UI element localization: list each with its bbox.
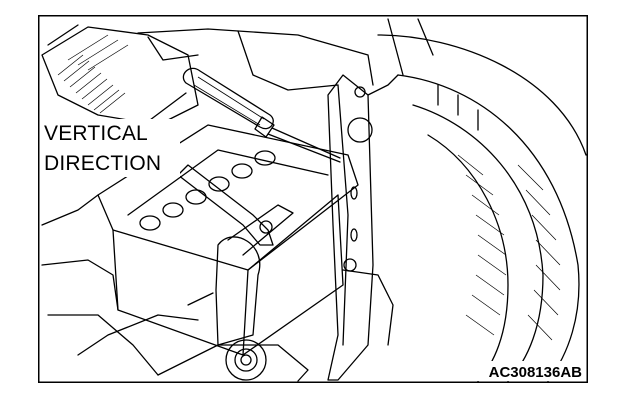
technical-illustration: VERTICAL DIRECTION AC308136AB [38,15,588,383]
callout-vertical-direction: VERTICAL DIRECTION [40,92,187,177]
callout-text-line1: VERTICAL [44,122,148,145]
illustration-svg: VERTICAL DIRECTION AC308136AB [38,15,588,383]
radiator-support-bracket [327,74,399,381]
lower-components [41,194,309,382]
callout-text-line2: DIRECTION [44,152,161,175]
figure-frame [38,15,588,383]
battery [97,124,359,356]
screwdriver [182,67,341,163]
screwdriver-handle [182,67,274,130]
battery-hold-down [177,164,274,246]
pulley [225,339,267,381]
upper-left-components [41,24,374,126]
radiator-fan-shroud [377,18,587,382]
callout-leader-line [149,92,187,121]
figure-id: AC308136AB [489,364,583,381]
hold-down-nut [259,220,273,234]
